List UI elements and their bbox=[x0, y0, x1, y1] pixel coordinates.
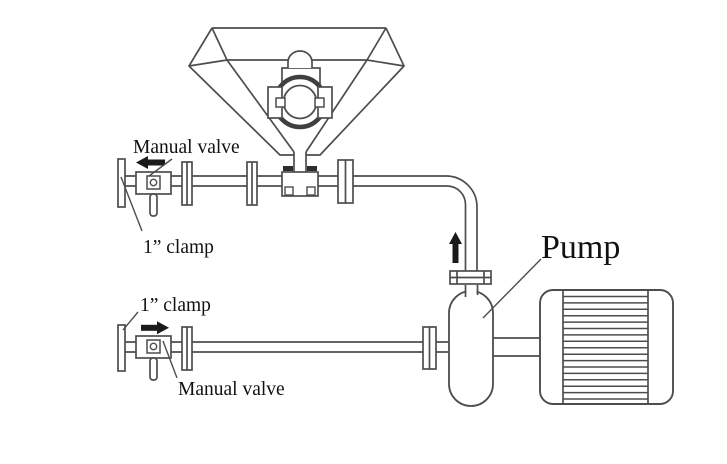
upper-clamp-flange bbox=[117, 158, 126, 208]
lower-pipe-run bbox=[125, 341, 449, 353]
leader-upper-clamp bbox=[120, 176, 143, 232]
junction-box-foot-right bbox=[306, 186, 316, 196]
rotary-valve-assembly bbox=[267, 50, 333, 130]
label-lower-clamp: 1” clamp bbox=[140, 295, 211, 316]
riser-flow-arrow-up-icon bbox=[449, 232, 462, 263]
leader-upper-manual-valve bbox=[148, 158, 173, 177]
label-upper-clamp: 1” clamp bbox=[143, 237, 214, 258]
label-lower-manual-valve: Manual valve bbox=[178, 379, 285, 400]
pipe-segment bbox=[125, 341, 136, 353]
upper-pipe-run bbox=[125, 175, 478, 271]
valve-handle bbox=[149, 357, 158, 381]
upper-flange-pair-1 bbox=[181, 161, 193, 206]
valve-handle bbox=[149, 193, 158, 217]
pipe-segment bbox=[171, 341, 182, 353]
pipe-segment bbox=[192, 175, 247, 187]
lower-flange-pair-1 bbox=[181, 326, 193, 371]
valve-stem bbox=[149, 178, 158, 187]
motor bbox=[539, 289, 674, 405]
upper-manual-valve bbox=[135, 171, 172, 217]
hopper-junction-box bbox=[281, 166, 319, 197]
rotary-valve-clamp-left bbox=[275, 97, 286, 108]
leader-lower-clamp bbox=[122, 311, 139, 331]
junction-clip-left bbox=[283, 166, 293, 171]
pipe-segment bbox=[125, 175, 136, 187]
lower-flow-arrow-right-icon bbox=[141, 321, 169, 335]
pipe-segment bbox=[257, 175, 282, 187]
pipe-elbow-outer bbox=[353, 175, 478, 271]
lower-clamp-flange bbox=[117, 324, 126, 372]
valve-stem bbox=[149, 342, 158, 351]
label-upper-manual-valve: Manual valve bbox=[133, 137, 240, 158]
hopper-wall-right bbox=[305, 59, 405, 156]
upper-flow-arrow-left-icon bbox=[136, 156, 165, 169]
hopper-rim bbox=[188, 27, 405, 67]
motor-fins bbox=[563, 295, 648, 400]
pump-shaft bbox=[493, 337, 540, 357]
upper-flange-pair-3 bbox=[337, 159, 354, 204]
hopper-wall-left bbox=[188, 59, 295, 156]
vessel-inlet-stub bbox=[464, 285, 479, 297]
pipe-segment bbox=[318, 175, 338, 187]
leader-lines bbox=[120, 158, 542, 379]
junction-clip-right bbox=[307, 166, 317, 171]
rotary-valve-inner-circle bbox=[282, 84, 318, 120]
riser-flange bbox=[449, 270, 492, 285]
junction-box-foot-left bbox=[284, 186, 294, 196]
pump-vessel bbox=[448, 285, 494, 407]
pipe-elbow-inner bbox=[353, 185, 467, 271]
leader-lower-manual-valve bbox=[162, 340, 178, 379]
lower-flange-pair-2 bbox=[422, 326, 437, 370]
hopper-outlet-neck bbox=[293, 152, 307, 172]
rotary-valve-dome bbox=[287, 50, 313, 68]
upper-flange-pair-2 bbox=[246, 161, 258, 206]
pipe-segment bbox=[171, 175, 182, 187]
pipe-segment bbox=[436, 341, 449, 353]
rotary-valve-clamp-right bbox=[314, 97, 325, 108]
label-pump: Pump bbox=[541, 229, 620, 266]
hopper bbox=[188, 27, 405, 172]
lower-manual-valve bbox=[135, 335, 172, 381]
pipe-segment bbox=[192, 341, 423, 353]
leader-pump bbox=[482, 258, 542, 319]
